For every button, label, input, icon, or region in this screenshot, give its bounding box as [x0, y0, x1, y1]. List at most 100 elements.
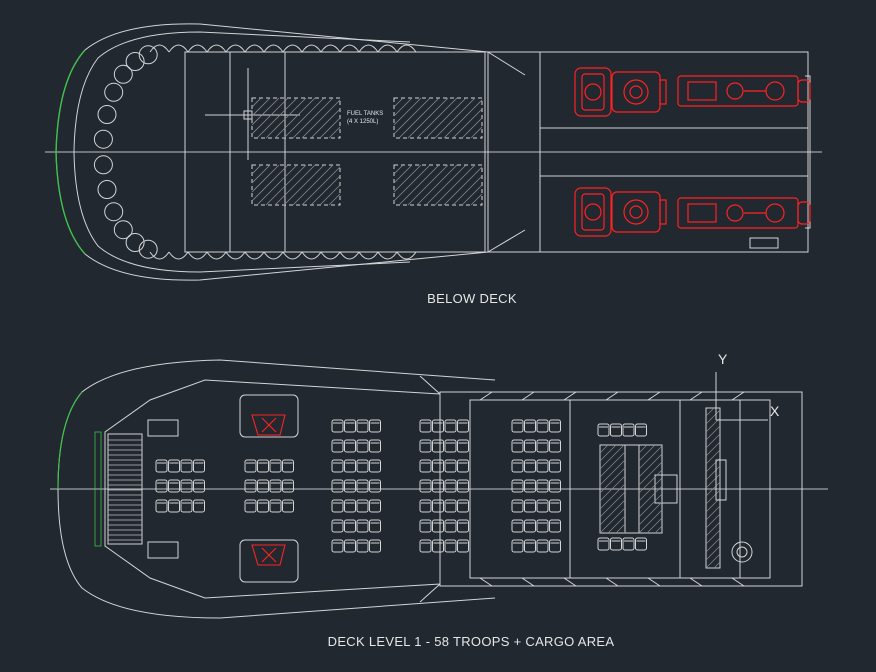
- seat-cushion: [524, 459, 536, 473]
- troop-seat: [419, 419, 432, 433]
- troop-seat: [244, 459, 257, 473]
- seat-cushion: [432, 499, 444, 513]
- gun-mounts: [251, 414, 286, 566]
- troop-seat: [344, 519, 356, 533]
- hatch-line: [425, 164, 467, 206]
- seat-cushion: [457, 519, 469, 533]
- seat-cushion: [549, 499, 561, 513]
- seat-cushion: [536, 439, 549, 453]
- below-deck-inner-hull: [73, 31, 411, 273]
- seat-cushion: [457, 419, 469, 433]
- hatch-line: [283, 97, 325, 139]
- seat-cushion: [244, 479, 257, 493]
- troop-seat: [511, 499, 524, 513]
- troop-seat: [369, 539, 381, 553]
- seat-cushion: [369, 419, 381, 433]
- hatch-line: [705, 407, 715, 417]
- troop-seat: [432, 499, 444, 513]
- troop-seat: [369, 519, 381, 533]
- troop-seat: [369, 439, 381, 453]
- axis-y-label: Y: [718, 351, 728, 367]
- troop-seat: [331, 459, 344, 473]
- hatch-line: [713, 561, 721, 569]
- hatch-line: [265, 97, 307, 139]
- troop-seat: [269, 459, 282, 473]
- troop-seat: [444, 539, 457, 553]
- troop-seat: [511, 459, 524, 473]
- gearbox-starboard: [677, 197, 811, 229]
- troop-seat: [536, 499, 549, 513]
- troop-seat: [344, 419, 356, 433]
- seat-cushion: [344, 519, 356, 533]
- troop-seat: [444, 479, 457, 493]
- troop-seat: [168, 499, 180, 513]
- deck-level-1-plan: Y X: [50, 351, 828, 619]
- troop-seat: [511, 539, 524, 553]
- hatch-line: [638, 444, 648, 454]
- troop-seat: [344, 439, 356, 453]
- below-deck-shaft-tunnel: [539, 127, 809, 177]
- troop-seat: [356, 499, 369, 513]
- troop-seat: [536, 459, 549, 473]
- bow-cushion: [320, 251, 341, 260]
- seat-cushion: [444, 519, 457, 533]
- seat-cushion: [536, 539, 549, 553]
- troop-seat: [457, 499, 469, 513]
- troop-seat: [432, 539, 444, 553]
- troop-seat: [444, 519, 457, 533]
- troop-seat: [180, 499, 193, 513]
- seat-cushion: [344, 499, 356, 513]
- troop-seat: [193, 479, 205, 493]
- seat-cushion: [193, 459, 205, 473]
- engines: [574, 67, 811, 237]
- troop-seat: [344, 459, 356, 473]
- troop-seat: [331, 419, 344, 433]
- troop-seat: [369, 499, 381, 513]
- troop-seat: [549, 439, 561, 453]
- engine-port: [574, 67, 667, 117]
- troop-seat: [331, 499, 344, 513]
- troop-seat: [269, 499, 282, 513]
- bow-cushion: [104, 202, 124, 222]
- troop-seats: [155, 419, 647, 553]
- troop-seat: [444, 499, 457, 513]
- below-deck-title: BELOW DECK: [427, 291, 517, 306]
- troop-seat: [419, 459, 432, 473]
- seat-cushion: [180, 459, 193, 473]
- troop-seat: [155, 499, 168, 513]
- hatch-line: [416, 97, 458, 139]
- tie-line: [605, 577, 619, 587]
- hatch-line: [638, 493, 663, 518]
- troop-seat: [536, 539, 549, 553]
- bow-cushion: [138, 239, 158, 259]
- seat-cushion: [444, 439, 457, 453]
- troop-seat: [536, 439, 549, 453]
- hatch-line: [251, 97, 280, 126]
- seat-cushion: [432, 439, 444, 453]
- seat-cushion: [597, 537, 610, 551]
- hatch-line: [599, 444, 625, 470]
- seat-cushion: [549, 439, 561, 453]
- troop-seat: [457, 519, 469, 533]
- seat-cushion: [457, 539, 469, 553]
- seat-cushion: [511, 419, 524, 433]
- troop-seat: [610, 537, 622, 551]
- troop-seat: [511, 519, 524, 533]
- seat-cushion: [622, 423, 635, 437]
- seat-cushion: [168, 479, 180, 493]
- troop-seat: [536, 419, 549, 433]
- hatch-line: [274, 164, 316, 206]
- troop-seat: [419, 479, 432, 493]
- hatch-line: [638, 445, 663, 470]
- bow-cushion: [358, 44, 379, 53]
- bow-cushion: [396, 251, 417, 260]
- bow-cushion: [339, 251, 360, 260]
- hatch-line: [599, 483, 626, 510]
- seat-cushion: [419, 439, 432, 453]
- troop-seat: [432, 479, 444, 493]
- hatch-line: [623, 531, 626, 534]
- seat-cushion: [444, 419, 457, 433]
- seat-cushion: [180, 479, 193, 493]
- seat-cushion: [536, 519, 549, 533]
- bow-cushion: [263, 44, 284, 53]
